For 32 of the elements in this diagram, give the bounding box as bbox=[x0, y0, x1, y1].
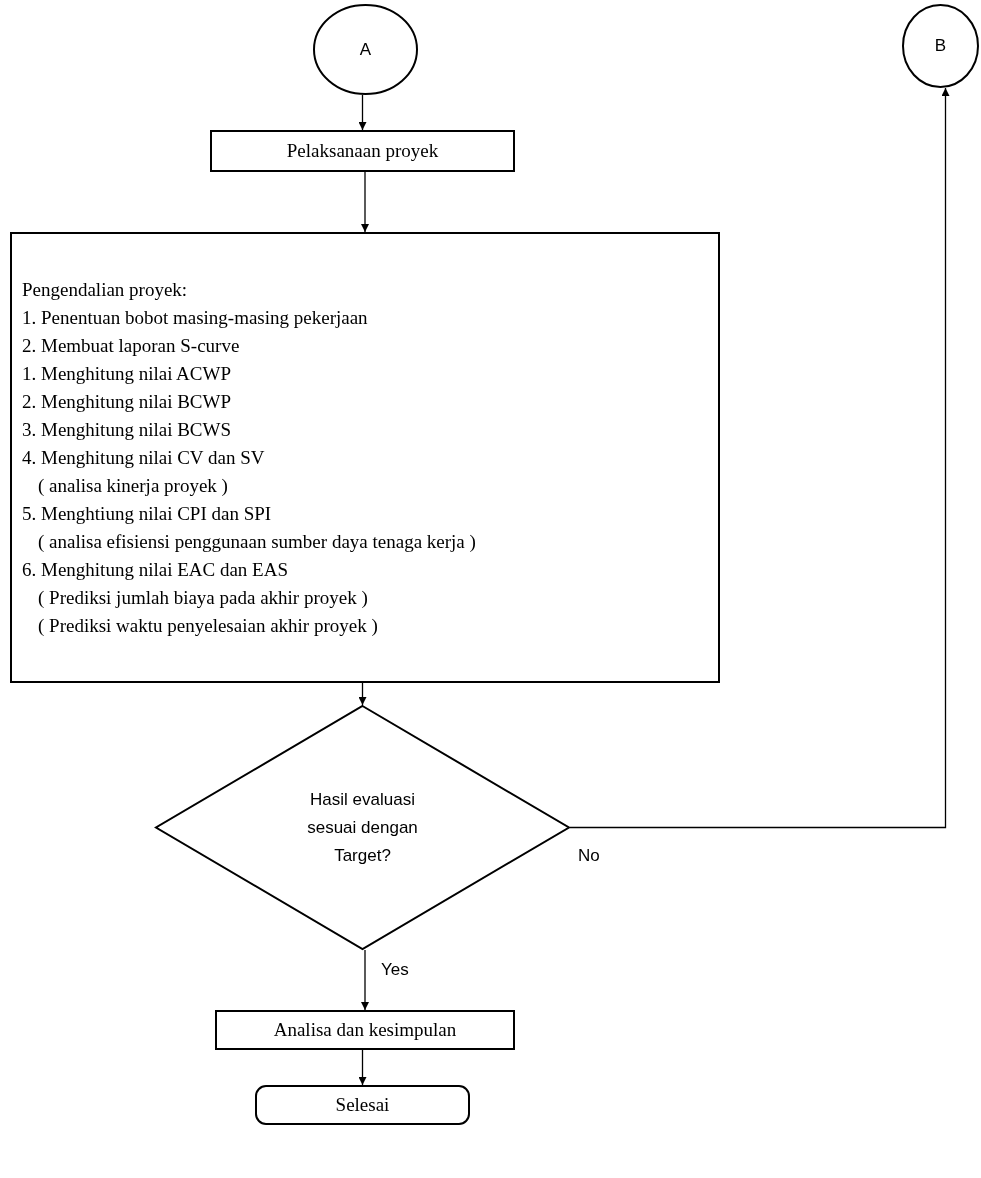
arrow bbox=[358, 1049, 367, 1086]
list-item: 1. Penentuan bobot masing-masing pekerjaan bbox=[22, 305, 368, 330]
node-label: Hasil evaluasi sesuai dengan Target? bbox=[306, 788, 419, 867]
node-label: B bbox=[934, 36, 947, 56]
arrow bbox=[569, 87, 950, 829]
decision-diamond bbox=[155, 705, 570, 950]
list-item: 2. Menghitung nilai BCWP bbox=[22, 389, 231, 414]
connector-circle bbox=[313, 4, 418, 95]
list-item: 5. Menghtiung nilai CPI dan SPI bbox=[22, 501, 272, 526]
box-heading: Pengendalian proyek: bbox=[22, 277, 188, 302]
list-item: 3. Menghitung nilai BCWS bbox=[22, 417, 231, 442]
node-label: Analisa dan kesimpulan bbox=[273, 1019, 457, 1041]
terminator-box bbox=[255, 1085, 470, 1125]
arrow bbox=[361, 949, 369, 1011]
list-item: 1. Menghitung nilai ACWP bbox=[22, 361, 231, 386]
list-item: ( analisa efisiensi penggunaan sumber daya tenaga kerja ) bbox=[37, 529, 476, 554]
list-item: ( analisa kinerja proyek ) bbox=[37, 473, 228, 498]
process-box bbox=[215, 1010, 515, 1050]
list-item: 4. Menghitung nilai CV dan SV bbox=[22, 445, 265, 470]
list-item: ( Prediksi waktu penyelesaian akhir proyek ) bbox=[37, 613, 378, 638]
node-label: A bbox=[359, 39, 372, 60]
arrow bbox=[358, 682, 367, 706]
node-label: Selesai bbox=[335, 1094, 390, 1116]
list-item: 6. Menghitung nilai EAC dan EAS bbox=[22, 557, 288, 582]
list-item: ( Prediksi jumlah biaya pada akhir proyek ) bbox=[37, 585, 368, 610]
list-item: 2. Membuat laporan S-curve bbox=[22, 333, 240, 358]
process-box bbox=[10, 232, 720, 683]
process-box bbox=[210, 130, 515, 172]
node-label: Pelaksanaan proyek bbox=[286, 140, 439, 162]
arrow bbox=[358, 94, 367, 131]
arrow bbox=[361, 171, 369, 233]
connector-circle bbox=[902, 4, 979, 88]
